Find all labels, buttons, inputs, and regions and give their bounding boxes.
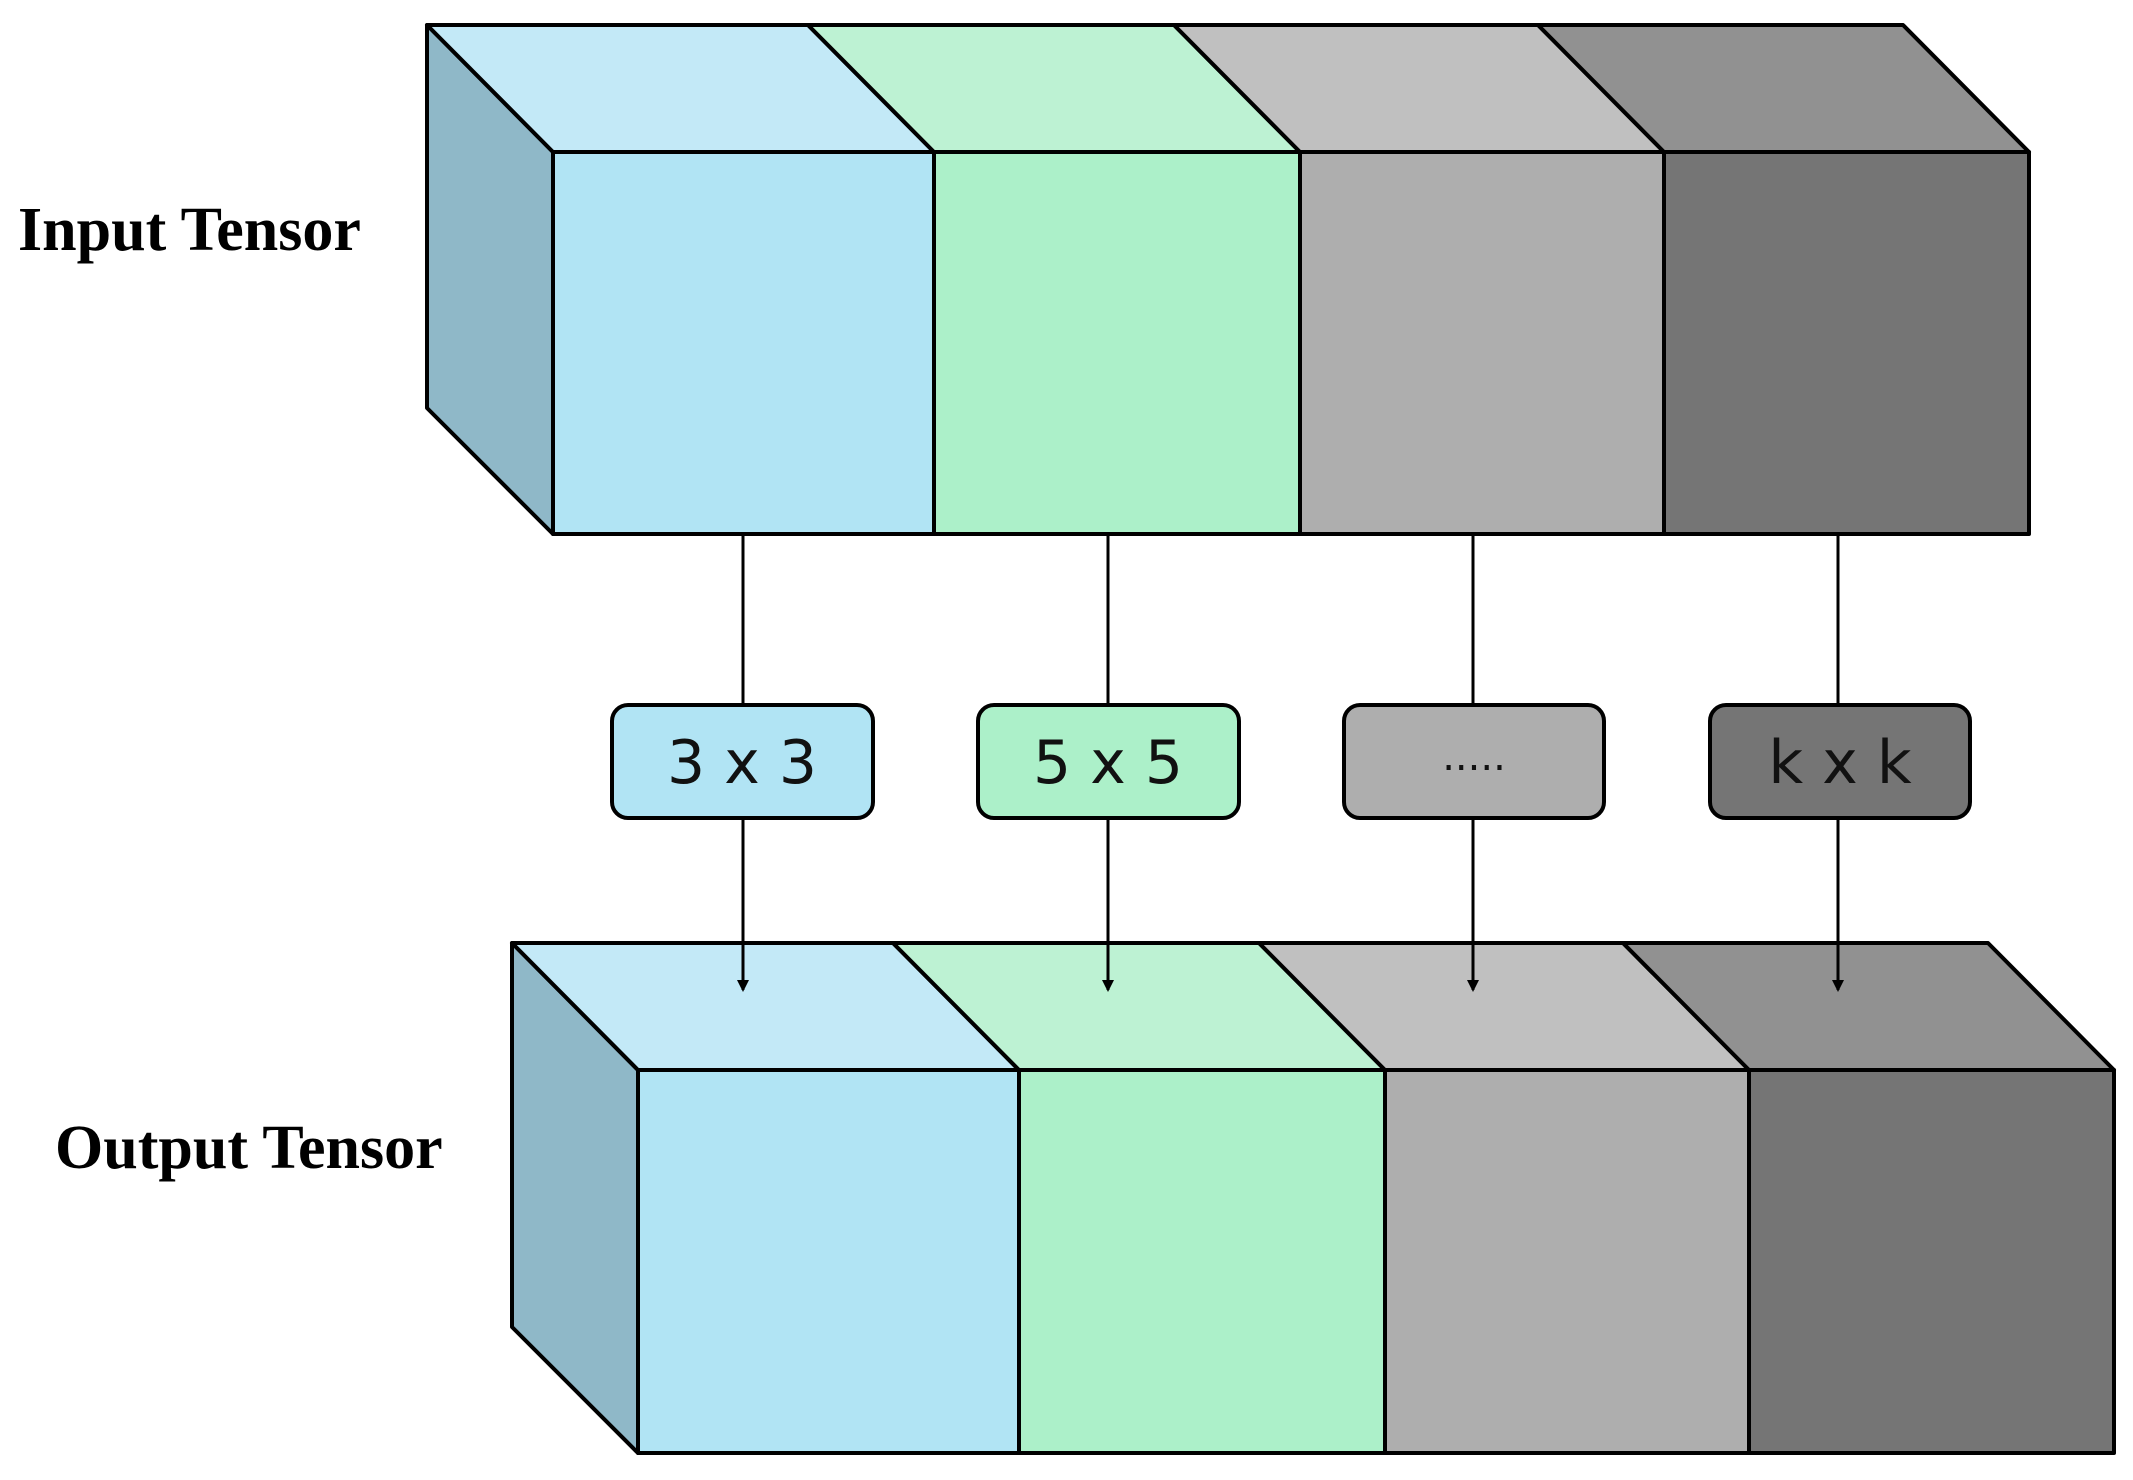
kernel-box-2: 5 x 5 [976,703,1241,820]
kernel-label-1: 3 x 3 [667,728,817,798]
kernel-box-4: k x k [1708,703,1972,820]
output-tensor-label: Output Tensor [55,1114,443,1182]
kernel-label-3: ..... [1442,734,1506,780]
output-slice-2-front [1017,1068,1387,1455]
input-slice-2-front [932,150,1302,536]
output-tensor [510,941,2116,1455]
kernel-box-1-shape [610,703,875,820]
output-arrows [737,818,1844,992]
kernel-box-2-shape [976,703,1241,820]
output-slice-3-front [1383,1068,1751,1455]
input-slice-3-front [1298,150,1666,536]
input-tensor [425,23,2031,536]
kernel-box-1: 3 x 3 [610,703,875,820]
input-connectors [741,534,1840,705]
input-slice-4-front [1662,150,2031,536]
kernel-box-4-shape [1708,703,1972,820]
kernel-box-3-shape [1342,703,1606,820]
output-slice-1-front [636,1068,1021,1455]
kernel-label-2: 5 x 5 [1033,728,1183,798]
input-slice-1-front [551,150,936,536]
kernel-label-4: k x k [1768,728,1911,798]
input-tensor-label: Input Tensor [18,196,361,264]
kernel-box-3: ..... [1342,703,1606,820]
output-slice-4-front [1747,1068,2116,1455]
